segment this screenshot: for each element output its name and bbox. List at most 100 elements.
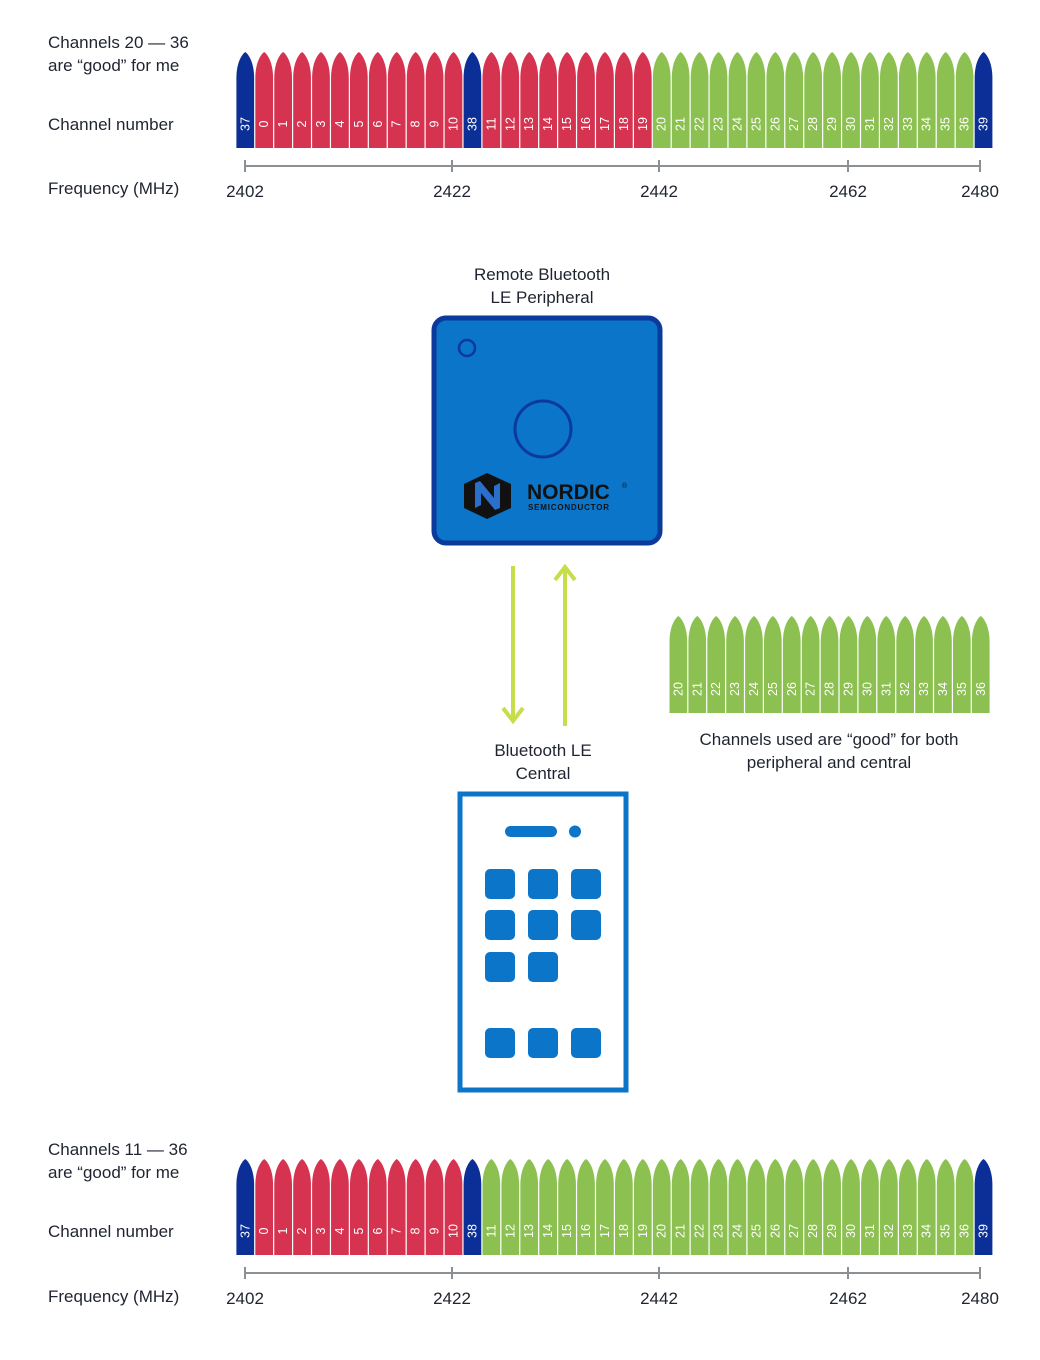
channel-mark (255, 1159, 274, 1255)
channel-bar-32: 32 (880, 1159, 898, 1255)
channel-number-label: 27 (787, 117, 801, 131)
channel-mark (955, 52, 974, 148)
channel-number-label: 18 (617, 117, 631, 131)
channel-number-label: 38 (465, 117, 479, 131)
channel-bar-17: 17 (596, 52, 614, 148)
channel-mark (293, 52, 311, 148)
channel-bar-30: 30 (858, 616, 877, 713)
top-channel-number-label: Channel number (48, 115, 174, 134)
channel-mark (915, 616, 933, 713)
phone-key-icon (571, 869, 601, 899)
channel-mark (255, 52, 274, 148)
channel-number-label: 10 (446, 1224, 460, 1238)
channel-number-label: 36 (958, 1224, 972, 1238)
channel-bar-22: 22 (690, 1159, 709, 1255)
channel-mark (898, 1159, 917, 1255)
channel-mark (936, 1159, 955, 1255)
shared-channels-caption-line2: peripheral and central (746, 753, 912, 772)
channel-number-label: 14 (541, 117, 555, 131)
channel-bar-22: 22 (690, 52, 709, 148)
channel-bar-14: 14 (539, 52, 558, 148)
channel-bar-20: 20 (652, 52, 671, 148)
channel-bar-28: 28 (820, 616, 839, 713)
channel-bar-8: 8 (406, 52, 425, 148)
channel-number-label: 0 (257, 1227, 271, 1234)
phone-key-icon (485, 869, 515, 899)
channel-mark (520, 1159, 539, 1255)
channel-number-label: 11 (484, 1224, 498, 1237)
channel-mark (690, 1159, 709, 1255)
frequency-tick-label: 2422 (433, 1289, 471, 1308)
channel-bar-2: 2 (293, 52, 311, 148)
channel-number-label: 33 (917, 682, 931, 696)
channel-number-label: 27 (787, 1224, 801, 1238)
channel-bar-20: 20 (652, 1159, 671, 1255)
bottom-frequency-label: Frequency (MHz) (48, 1287, 180, 1306)
channel-number-label: 21 (674, 1224, 688, 1238)
central-label-line1: Bluetooth LE (494, 741, 592, 760)
channel-number-label: 6 (371, 120, 385, 127)
channel-mark (861, 52, 879, 148)
channel-number-label: 26 (785, 682, 799, 696)
channel-number-label: 37 (238, 1224, 252, 1238)
channel-mark (558, 52, 576, 148)
channel-bar-1: 1 (274, 1159, 292, 1255)
channel-bar-35: 35 (936, 52, 955, 148)
channel-mark (633, 52, 652, 148)
channel-bar-16: 16 (577, 1159, 595, 1255)
phone-key-icon (528, 1028, 558, 1058)
channel-number-label: 22 (693, 1224, 707, 1238)
channel-number-label: 1 (276, 1227, 290, 1234)
channel-mark (331, 1159, 349, 1255)
channel-number-label: 2 (295, 120, 309, 127)
channel-bar-31: 31 (861, 52, 879, 148)
channel-mark (764, 616, 782, 713)
channel-number-label: 30 (844, 117, 858, 131)
channel-mark (406, 52, 425, 148)
channel-bar-24: 24 (745, 616, 763, 713)
channel-number-label: 32 (898, 682, 912, 696)
channel-bar-28: 28 (804, 52, 823, 148)
channel-mark (615, 52, 633, 148)
channel-number-label: 11 (484, 117, 498, 130)
bottom-chart-title-line2: are “good” for me (48, 1163, 180, 1182)
central-device (457, 791, 629, 1093)
channel-bar-32: 32 (880, 52, 898, 148)
channel-mark (425, 52, 444, 148)
channel-bar-30: 30 (842, 52, 860, 148)
channel-number-label: 10 (446, 117, 460, 131)
channel-bar-34: 34 (917, 1159, 936, 1255)
channel-number-label: 22 (709, 682, 723, 696)
channel-bar-18: 18 (615, 52, 633, 148)
phone-key-icon (485, 952, 515, 982)
channel-number-label: 22 (693, 117, 707, 131)
channel-mark (274, 52, 292, 148)
channel-mark (596, 1159, 614, 1255)
channel-number-label: 13 (522, 1224, 536, 1238)
channel-number-label: 25 (749, 117, 763, 131)
channel-mark (823, 52, 841, 148)
channel-number-label: 36 (958, 117, 972, 131)
channel-mark (842, 52, 860, 148)
channel-mark (349, 1159, 368, 1255)
channel-bar-33: 33 (898, 52, 917, 148)
channel-mark (934, 616, 952, 713)
channel-number-label: 12 (503, 117, 517, 131)
channel-bar-23: 23 (709, 1159, 728, 1255)
channel-number-label: 31 (863, 1224, 877, 1238)
channel-bar-15: 15 (558, 1159, 576, 1255)
channel-bar-6: 6 (368, 1159, 387, 1255)
channel-bar-21: 21 (671, 1159, 690, 1255)
phone-key-icon (485, 1028, 515, 1058)
channel-mark (406, 1159, 425, 1255)
channel-bar-22: 22 (707, 616, 725, 713)
channel-bar-29: 29 (823, 52, 841, 148)
channel-bar-12: 12 (501, 1159, 520, 1255)
channel-bar-10: 10 (444, 1159, 463, 1255)
channel-mark (368, 1159, 387, 1255)
channel-mark (501, 52, 520, 148)
channel-bar-10: 10 (444, 52, 463, 148)
